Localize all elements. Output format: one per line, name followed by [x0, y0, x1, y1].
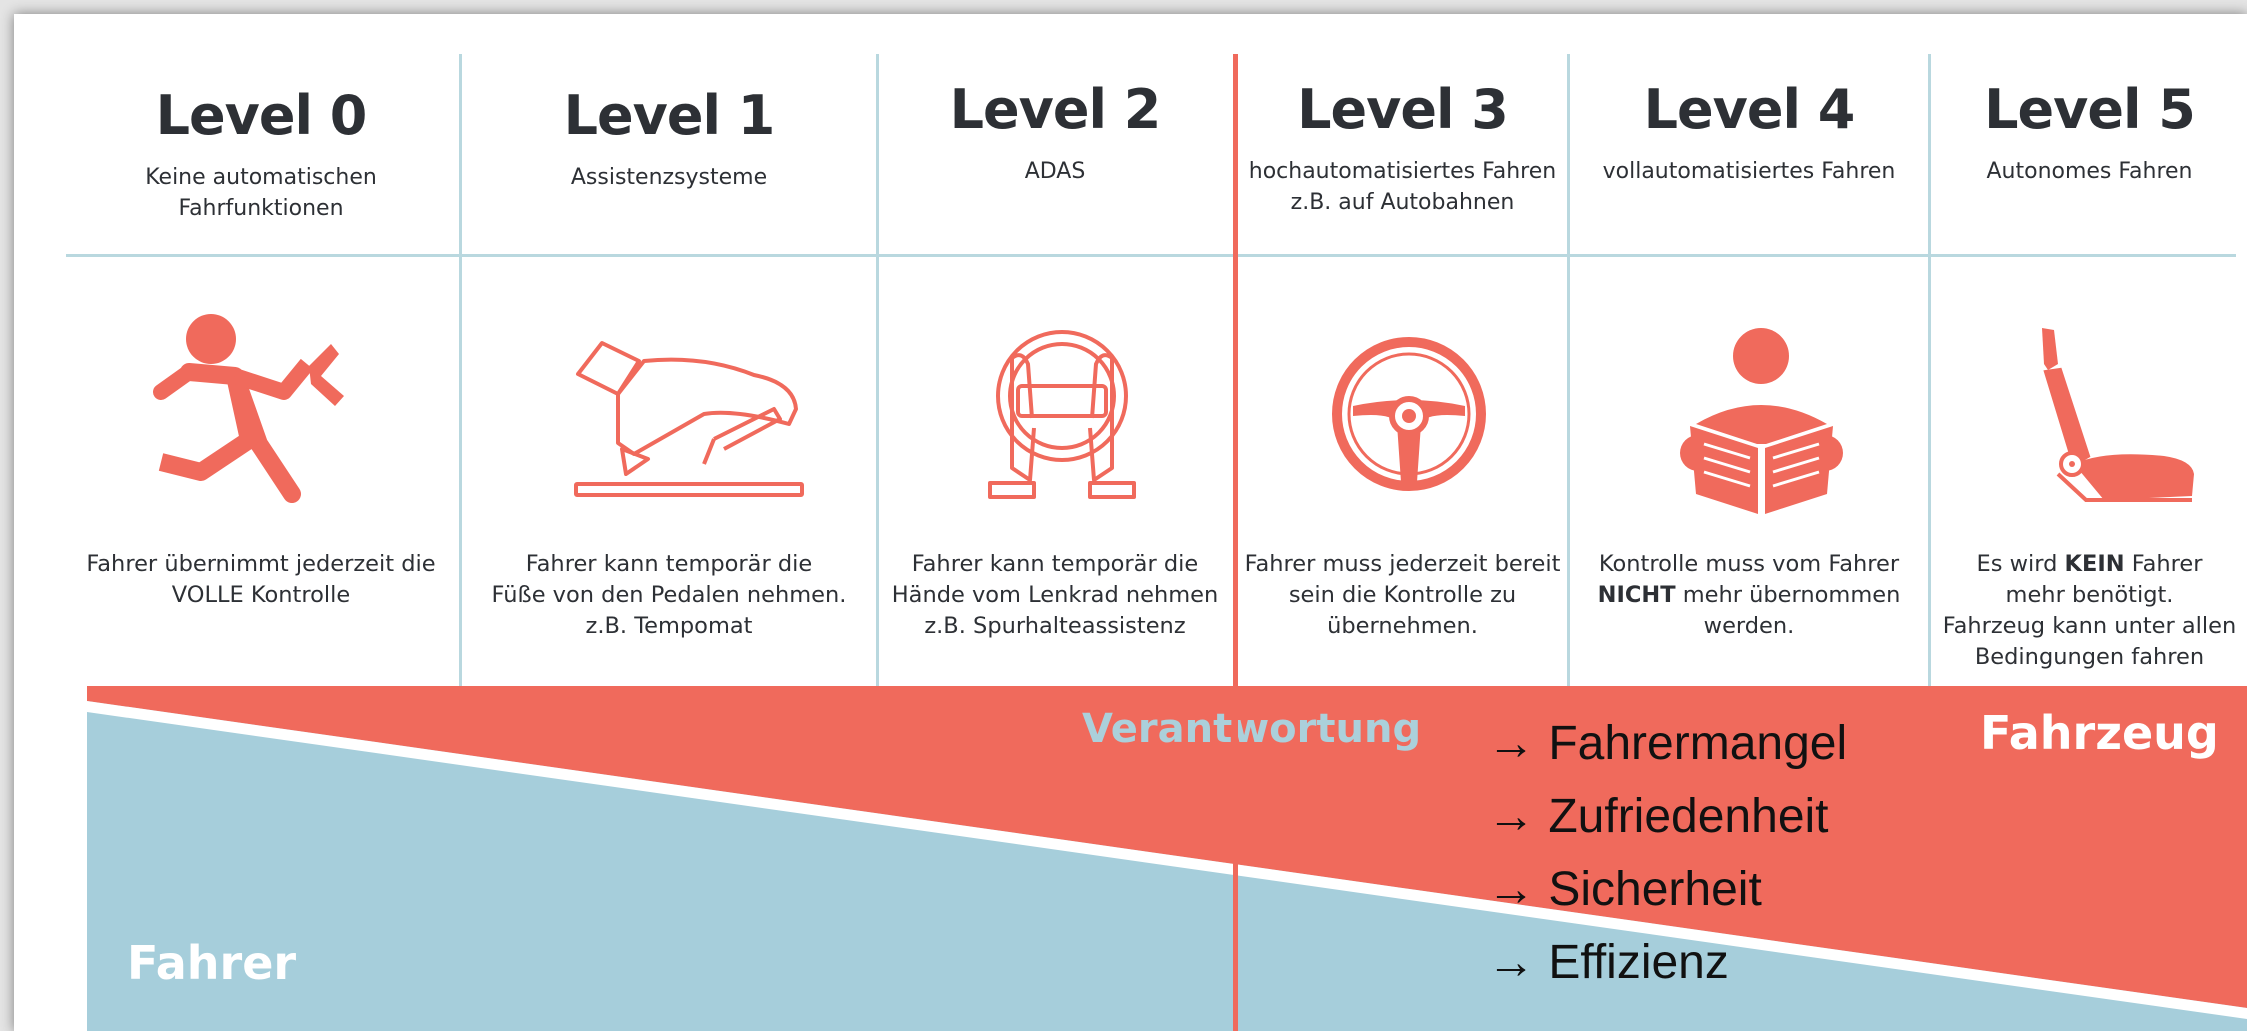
level-4-description: Kontrolle muss vom Fahrer NICHT mehr übe… — [1597, 551, 1901, 639]
benefit-item: → Fahrermangel — [1487, 717, 1848, 770]
benefit-item: → Zufriedenheit — [1487, 790, 1829, 843]
level-0-subtitle: Keine automatischen Fahrfunktionen — [145, 165, 377, 221]
level-5-subtitle: Autonomes Fahren — [1986, 159, 2193, 184]
level-5-description: Es wird KEIN Fahrer mehr benötigt. Fahrz… — [1942, 551, 2237, 670]
level-3-header: Level 3 hochautomatisiertes Fahren z.B. … — [1240, 78, 1565, 258]
level-1-title: Level 1 — [563, 84, 776, 147]
driver-label: Fahrer — [127, 936, 297, 990]
benefits-list: → Fahrermangel → Zufriedenheit → Sicherh… — [1487, 707, 1847, 999]
level-3-title: Level 3 — [1297, 78, 1509, 141]
hands-on-wheel-icon — [988, 330, 1136, 499]
car-seat-icon — [2042, 328, 2194, 502]
vehicle-label: Fahrzeug — [1980, 706, 2219, 760]
level-2-subtitle: ADAS — [1024, 159, 1086, 184]
level-4-header: Level 4 vollautomatisiertes Fahren — [1572, 78, 1926, 258]
level-5-header: Level 5 Autonomes Fahren — [1932, 78, 2247, 258]
responsibility-label: Verantwortung — [1082, 706, 1422, 752]
level-5-title: Level 5 — [1984, 78, 2196, 141]
column-divider — [1567, 54, 1570, 699]
level-0-description: Fahrer übernimmt jederzeit die VOLLE Kon… — [86, 551, 436, 608]
level-2-description: Fahrer kann temporär die Hände vom Lenkr… — [891, 551, 1219, 639]
level-3-description: Fahrer muss jederzeit bereit sein die Ko… — [1244, 551, 1561, 639]
benefit-item: → Effizienz — [1487, 936, 1729, 989]
benefit-item: → Sicherheit — [1487, 863, 1762, 916]
level-1-subtitle: Assistenzsysteme — [570, 165, 768, 190]
running-person-icon — [153, 314, 344, 503]
vehicle-area — [87, 686, 2247, 1008]
column-divider — [1928, 54, 1931, 699]
diagonal-separator — [87, 701, 2247, 1019]
responsibility-band — [87, 686, 2247, 1031]
level-4-title: Level 4 — [1643, 78, 1856, 141]
level-2-header: Level 2 ADAS — [880, 78, 1230, 258]
automation-levels-diagram: Level 0 Keine automatischen Fahrfunktion… — [14, 14, 2247, 1031]
level-1-header: Level 1 Assistenzsysteme — [464, 84, 874, 264]
level-0-header: Level 0 Keine automatischen Fahrfunktion… — [66, 84, 456, 264]
level-3-subtitle: hochautomatisiertes Fahren z.B. auf Auto… — [1248, 159, 1557, 215]
column-divider — [876, 54, 879, 699]
reading-person-icon — [1680, 328, 1843, 514]
foot-on-pedal-icon — [574, 341, 804, 497]
column-divider — [459, 54, 462, 699]
level-1-description: Fahrer kann temporär die Füße von den Pe… — [491, 551, 847, 639]
header-divider — [66, 254, 2236, 257]
level-4-subtitle: vollautomatisiertes Fahren — [1602, 159, 1896, 184]
steering-wheel-icon — [1332, 337, 1486, 491]
level-2-title: Level 2 — [949, 78, 1162, 141]
level-0-title: Level 0 — [155, 84, 368, 147]
automation-threshold-line — [1233, 54, 1238, 1031]
